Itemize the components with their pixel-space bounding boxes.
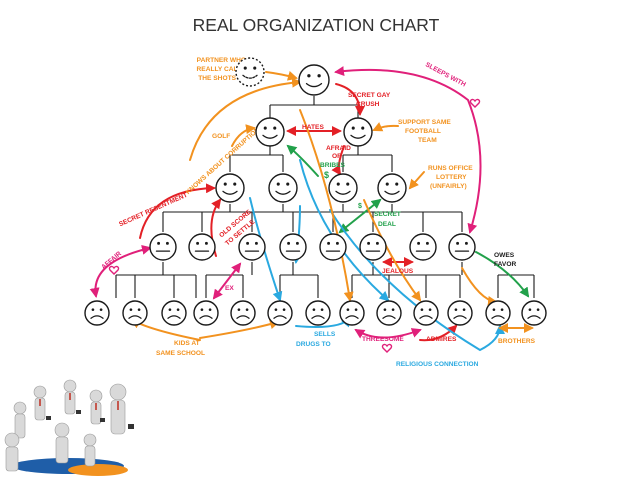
- neutral-face-icon: [238, 233, 266, 261]
- label-partner-1: PARTNER WHO: [197, 57, 246, 64]
- label-religious: RELIGIOUS CONNECTION: [396, 361, 479, 368]
- figure: [4, 379, 127, 472]
- neutral-face-icon: [448, 233, 476, 261]
- partner-arrow: [265, 70, 298, 81]
- threesome-arrow: [354, 328, 422, 339]
- smiley-face-icon: [377, 173, 407, 203]
- knows-corruption-arrow: [189, 77, 302, 161]
- label-support-1: SUPPORT SAME: [398, 119, 451, 126]
- owes-favor-arrow: [475, 251, 530, 298]
- neutral-face-icon: [359, 233, 387, 261]
- heart-icon: [469, 98, 481, 108]
- label-brothers: BROTHERS: [498, 338, 536, 345]
- label-crush-1: SECRET GAY: [348, 92, 391, 99]
- label-afraid-1: AFRAID: [326, 145, 351, 152]
- label-sells-1: SELLS: [314, 331, 336, 338]
- label-lottery-1: RUNS OFFICE: [428, 165, 473, 172]
- sad-face-icon: [305, 300, 331, 326]
- label-ex: EX: [225, 285, 234, 292]
- affair-arrow: [89, 244, 152, 298]
- relationship-arrows: [89, 66, 534, 352]
- neutral-face-icon: [409, 233, 437, 261]
- label-admires: ADMIRES: [426, 336, 457, 343]
- label-afraid-2: OF: [332, 153, 341, 160]
- orange-curve-arrow-2: [363, 199, 422, 302]
- admires-arrow: [419, 324, 458, 342]
- ex-arrow: [212, 262, 242, 300]
- label-crush-2: CRUSH: [356, 101, 380, 108]
- smiley-face-icon: [298, 64, 330, 96]
- business-figures-illustration: [4, 379, 134, 476]
- label-deal-1: SECRET: [374, 211, 401, 218]
- afraid-arrow: [331, 145, 345, 176]
- dollar-sign-2: $: [358, 203, 362, 210]
- label-affair: AFFAIR: [100, 250, 123, 271]
- sad-face-icon: [521, 300, 547, 326]
- label-owes-2: FAVOR: [494, 261, 516, 268]
- partner-smiley-face-icon: [235, 57, 265, 87]
- smiley-face-icon: [255, 117, 285, 147]
- secret-crush-arrow: [335, 83, 365, 116]
- heart-icon: [381, 343, 393, 353]
- label-partner-3: THE SHOTS: [198, 75, 236, 82]
- orange-curve-arrow: [299, 109, 354, 302]
- briefcases: [46, 410, 134, 429]
- smiley-face-icon: [343, 117, 373, 147]
- sad-face-icon: [267, 300, 293, 326]
- label-threesome: THREESOME: [362, 336, 404, 343]
- bribes-arrow: [286, 144, 319, 177]
- label-owes-1: OWES: [494, 252, 515, 259]
- golf-arrow: [231, 124, 256, 147]
- sad-face-icon: [193, 300, 219, 326]
- neutral-face-icon: [188, 233, 216, 261]
- label-partner-2: REALLY CALLS: [197, 66, 247, 73]
- secret-resentment-arrow: [139, 183, 216, 239]
- chart-title: REAL ORGANIZATION CHART: [193, 15, 440, 35]
- smiley-face-icon: [328, 173, 358, 203]
- label-kids-1: KIDS AT: [174, 340, 200, 347]
- dollar-sign: $: [324, 170, 329, 180]
- smiley-face-icon: [268, 173, 298, 203]
- sad-face-icon: [84, 300, 110, 326]
- faces-layer: [84, 57, 547, 326]
- label-lottery-3: (UNFAIRLY): [430, 183, 467, 190]
- sad-face-icon: [447, 300, 473, 326]
- label-kids-2: SAME SCHOOL: [156, 350, 205, 357]
- kids-school-arrow: [199, 319, 280, 339]
- hearts: [108, 98, 481, 353]
- sad-face-icon: [161, 300, 187, 326]
- label-golf: GOLF: [212, 133, 230, 140]
- label-support-2: FOOTBALL: [405, 128, 441, 135]
- label-sells-2: DRUGS TO: [296, 341, 331, 348]
- secret-deal-arrow: [338, 198, 382, 234]
- religious-arrow: [329, 209, 505, 352]
- heart-icon: [108, 265, 120, 275]
- support-team-arrow: [372, 122, 399, 132]
- label-secret-resentment: SECRET RESENTMENT: [118, 192, 188, 228]
- label-bribes: BRIBES: [320, 162, 346, 169]
- label-hates: HATES: [302, 124, 324, 131]
- sad-face-icon: [485, 300, 511, 326]
- lottery-arrow: [408, 171, 425, 190]
- sad-face-icon: [122, 300, 148, 326]
- label-deal-2: DEAL: [378, 221, 396, 228]
- orange-curve-arrow-3: [461, 267, 498, 306]
- sleeps-with-arrow: [334, 66, 482, 234]
- ties: [39, 393, 119, 410]
- neutral-face-icon: [279, 233, 307, 261]
- sad-face-icon: [230, 300, 256, 326]
- sad-face-icon: [413, 300, 439, 326]
- label-jealous: JEALOUS: [382, 268, 414, 275]
- sad-face-icon: [376, 300, 402, 326]
- smiley-face-icon: [215, 173, 245, 203]
- sad-face-icon: [339, 300, 365, 326]
- neutral-face-icon: [149, 233, 177, 261]
- label-lottery-2: LOTTERY: [436, 174, 467, 181]
- label-support-3: TEAM: [418, 137, 437, 144]
- neutral-face-icon: [319, 233, 347, 261]
- label-sleeps-with: SLEEPS WITH: [424, 61, 467, 88]
